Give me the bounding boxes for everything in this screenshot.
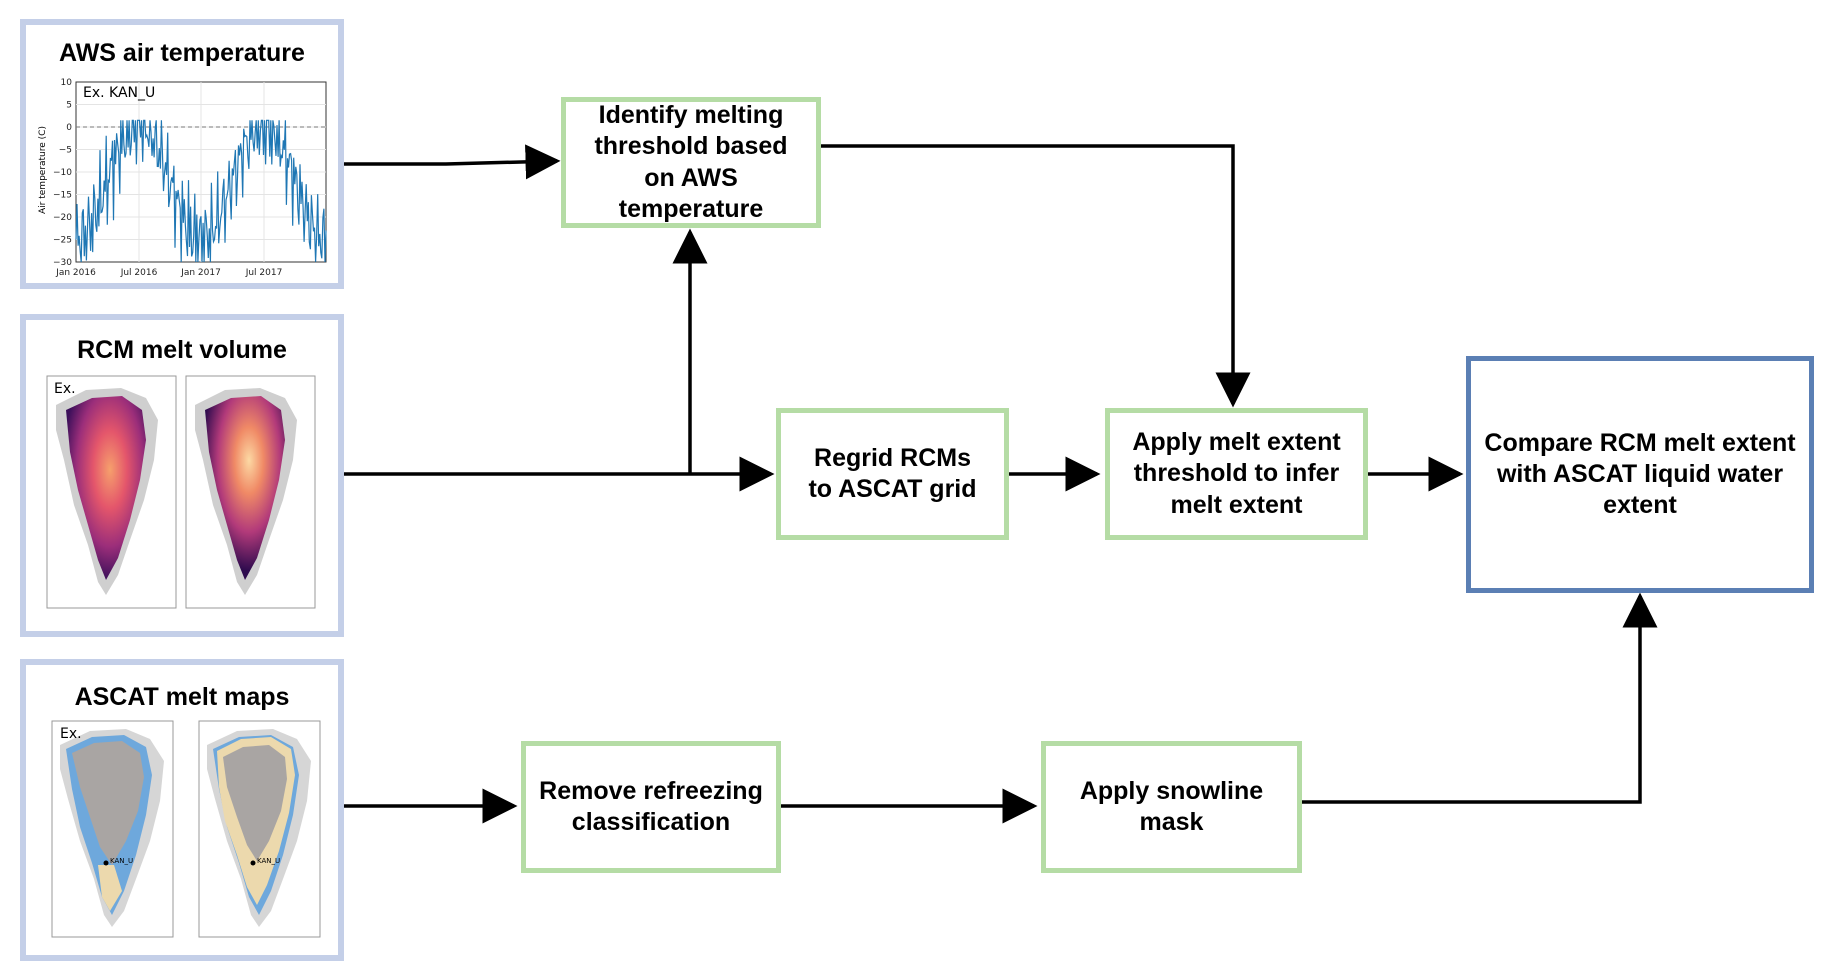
arrow-snowline-to-compare (1300, 592, 1658, 804)
aws-ytick-label: −25 (53, 236, 72, 246)
ascat-melt-maps (51, 720, 321, 938)
aws-ytick-label: −10 (53, 168, 72, 178)
aws-ytick-label: 0 (66, 123, 72, 133)
rcm-map-right (195, 388, 297, 595)
rcm-source-title: RCM melt volume (77, 336, 287, 364)
arrow-aws-to-identify (343, 144, 561, 180)
ascat-source-title: ASCAT melt maps (74, 683, 290, 711)
aws-ylabel: Air temperature (C) (38, 126, 48, 214)
aws-temperature-series (75, 119, 327, 263)
ascat-map-right (207, 729, 311, 927)
rcm-melt-maps (46, 375, 316, 609)
arrow-identify-to-apply (819, 144, 1251, 408)
aws-xtick-label: Jan 2016 (55, 268, 96, 278)
ascat-map-left (60, 729, 164, 927)
aws-xtick-label: Jul 2017 (245, 268, 283, 278)
ascat-station-label-right: KAN_U (257, 857, 281, 865)
ascat-source-panel: ASCAT melt maps Ex. KAN_U KAN_U (20, 659, 344, 961)
step-apply-threshold: Apply melt extent threshold to infer mel… (1105, 408, 1368, 540)
step-compare-extent: Compare RCM melt extent with ASCAT liqui… (1466, 356, 1814, 593)
step-remove-refreezing: Remove refreezing classification (521, 741, 781, 873)
aws-ytick-label: 5 (66, 101, 72, 111)
aws-ytick-label: 10 (61, 78, 73, 88)
ascat-example-label: Ex. (60, 726, 82, 742)
rcm-source-panel: RCM melt volume Ex. (20, 314, 344, 637)
aws-xtick-label: Jan 2017 (180, 268, 221, 278)
aws-ytick-label: −15 (53, 191, 72, 201)
aws-chart-label: Ex. KAN_U (83, 85, 156, 101)
aws-source-title: AWS air temperature (59, 39, 305, 67)
step-identify-threshold: Identify melting threshold based on AWS … (561, 97, 821, 228)
step-regrid-rcms: Regrid RCMs to ASCAT grid (776, 408, 1009, 540)
rcm-example-label: Ex. (54, 381, 76, 397)
aws-source-panel: AWS air temperature 10 5 0 −5 −10 −15 −20 −25 −3… (20, 19, 344, 289)
ascat-station-label-left: KAN_U (110, 857, 134, 865)
rcm-map-left (56, 388, 158, 595)
aws-ytick-label: −5 (59, 146, 72, 156)
step-apply-snowline: Apply snowline mask (1041, 741, 1302, 873)
aws-ytick-label: −30 (53, 258, 72, 268)
aws-xtick-label: Jul 2016 (120, 268, 158, 278)
aws-ytick-label: −20 (53, 213, 72, 223)
